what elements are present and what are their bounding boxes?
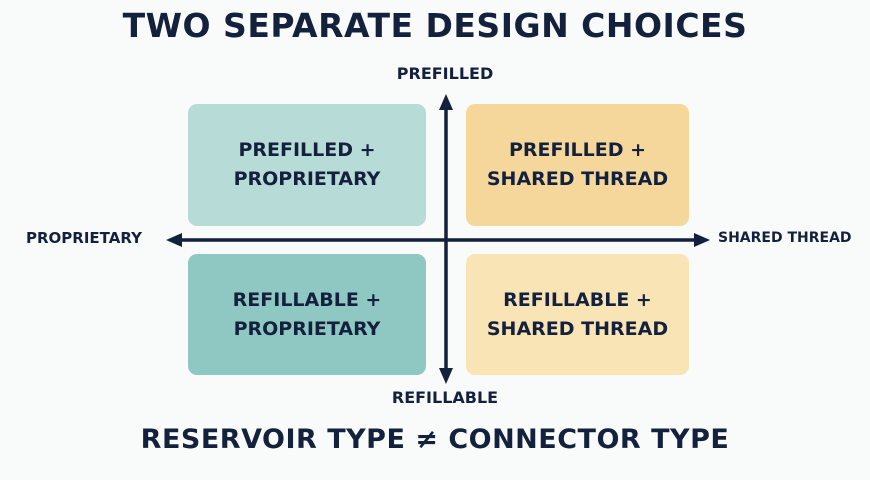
quadrant-refillable-proprietary: REFILLABLE + PROPRIETARY — [188, 254, 426, 375]
quadrant-refillable-shared-thread: REFILLABLE + SHARED THREAD — [466, 254, 689, 375]
axis-label-shared-thread: SHARED THREAD — [718, 230, 852, 246]
quadrant-prefilled-shared-thread: PREFILLED + SHARED THREAD — [466, 104, 689, 226]
footer-statement: RESERVOIR TYPE ≠ CONNECTOR TYPE — [140, 424, 730, 455]
arrow-left-icon — [166, 233, 182, 247]
quadrant-line-1: REFILLABLE + — [503, 288, 652, 311]
quadrant-prefilled-proprietary: PREFILLED + PROPRIETARY — [188, 104, 426, 226]
quadrant-line-1: PREFILLED + — [508, 139, 647, 161]
quadrant-line-1: PREFILLED + — [238, 139, 376, 161]
axis-label-refillable: REFILLABLE — [391, 388, 499, 407]
quadrant-line-1: REFILLABLE + — [232, 288, 382, 311]
arrow-up-icon — [439, 94, 453, 110]
quadrant-line-2: PROPRIETARY — [233, 168, 381, 190]
quadrant-line-2: PROPRIETARY — [233, 317, 381, 340]
quadrant-line-2: SHARED THREAD — [486, 168, 669, 190]
arrow-down-icon — [439, 368, 453, 384]
quadrant-line-2: SHARED THREAD — [486, 317, 669, 340]
arrow-right-icon — [694, 233, 710, 247]
axis-label-proprietary: PROPRIETARY — [26, 229, 142, 247]
page-title: TWO SEPARATE DESIGN CHOICES — [122, 6, 748, 45]
axis-label-prefilled: PREFILLED — [396, 64, 494, 83]
